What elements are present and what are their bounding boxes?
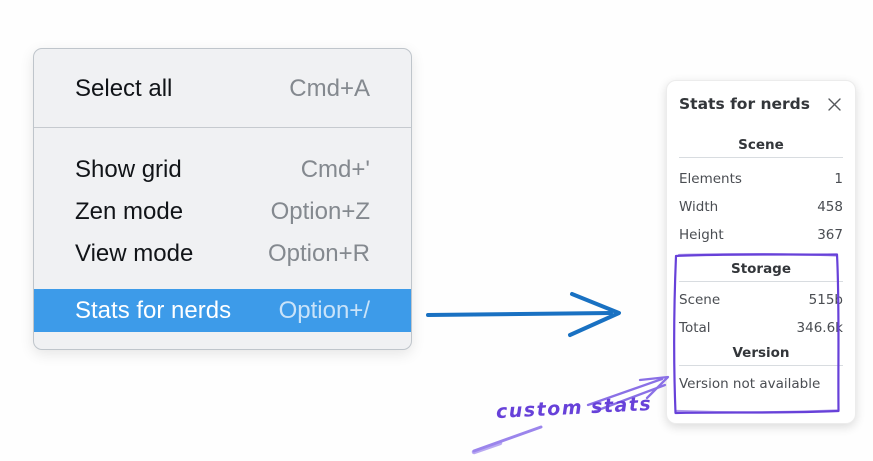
storage-rows: Scene 515b Total 346.6k bbox=[679, 288, 843, 340]
stat-row-width: Width 458 bbox=[679, 195, 843, 219]
menu-item-stats-for-nerds[interactable]: Stats for nerds Option+/ bbox=[34, 289, 411, 332]
stat-value: 515b bbox=[808, 292, 843, 308]
annotation-stroke bbox=[471, 425, 543, 455]
menu-item-label: Stats for nerds bbox=[75, 296, 232, 324]
context-menu: Select all Cmd+A Show grid Cmd+' Zen mod… bbox=[33, 48, 412, 350]
section-heading-version: Version bbox=[732, 345, 790, 361]
section-divider bbox=[679, 365, 843, 366]
menu-divider bbox=[34, 127, 411, 128]
stat-label: Total bbox=[679, 320, 711, 336]
stat-row-elements: Elements 1 bbox=[679, 167, 843, 191]
stat-label: Height bbox=[679, 227, 724, 243]
stat-label: Scene bbox=[679, 292, 721, 308]
stat-label: Width bbox=[679, 199, 719, 215]
section-heading-storage: Storage bbox=[730, 261, 792, 277]
menu-item-shortcut: Option+R bbox=[267, 240, 370, 267]
menu-item-shortcut: Option+Z bbox=[270, 198, 370, 225]
annotation-custom-stats: custom stats bbox=[495, 392, 653, 424]
menu-item-shortcut: Cmd+' bbox=[300, 156, 370, 183]
stat-row-total-size: Total 346.6k bbox=[679, 316, 843, 340]
version-note: Version not available bbox=[679, 376, 821, 392]
stats-panel: Stats for nerds Scene Elements 1 Width 4… bbox=[666, 80, 856, 424]
stat-value: 367 bbox=[817, 227, 843, 243]
stats-panel-header: Stats for nerds bbox=[679, 93, 843, 115]
stat-value: 1 bbox=[834, 171, 843, 187]
stats-panel-title: Stats for nerds bbox=[679, 95, 811, 113]
section-divider bbox=[679, 157, 843, 158]
section-divider bbox=[679, 281, 843, 282]
menu-item-label: Zen mode bbox=[75, 198, 184, 225]
menu-item-shortcut: Cmd+A bbox=[289, 75, 370, 102]
menu-item-label: View mode bbox=[75, 240, 194, 267]
close-icon[interactable] bbox=[825, 95, 843, 113]
menu-item-select-all[interactable]: Select all Cmd+A bbox=[34, 68, 411, 110]
stat-row-scene-size: Scene 515b bbox=[679, 288, 843, 312]
menu-item-zen-mode[interactable]: Zen mode Option+Z bbox=[34, 191, 411, 233]
menu-item-label: Select all bbox=[75, 75, 173, 102]
stat-value: 458 bbox=[817, 199, 843, 215]
menu-item-show-grid[interactable]: Show grid Cmd+' bbox=[34, 149, 411, 191]
stat-label: Elements bbox=[679, 171, 742, 187]
menu-item-view-mode[interactable]: View mode Option+R bbox=[34, 233, 411, 275]
stat-row-height: Height 367 bbox=[679, 223, 843, 247]
section-heading-scene: Scene bbox=[738, 137, 784, 153]
menu-item-shortcut: Option+/ bbox=[278, 296, 370, 324]
flow-arrow bbox=[426, 292, 621, 337]
menu-item-label: Show grid bbox=[75, 156, 182, 183]
scene-rows: Elements 1 Width 458 Height 367 bbox=[679, 167, 843, 247]
stat-value: 346.6k bbox=[796, 320, 843, 336]
